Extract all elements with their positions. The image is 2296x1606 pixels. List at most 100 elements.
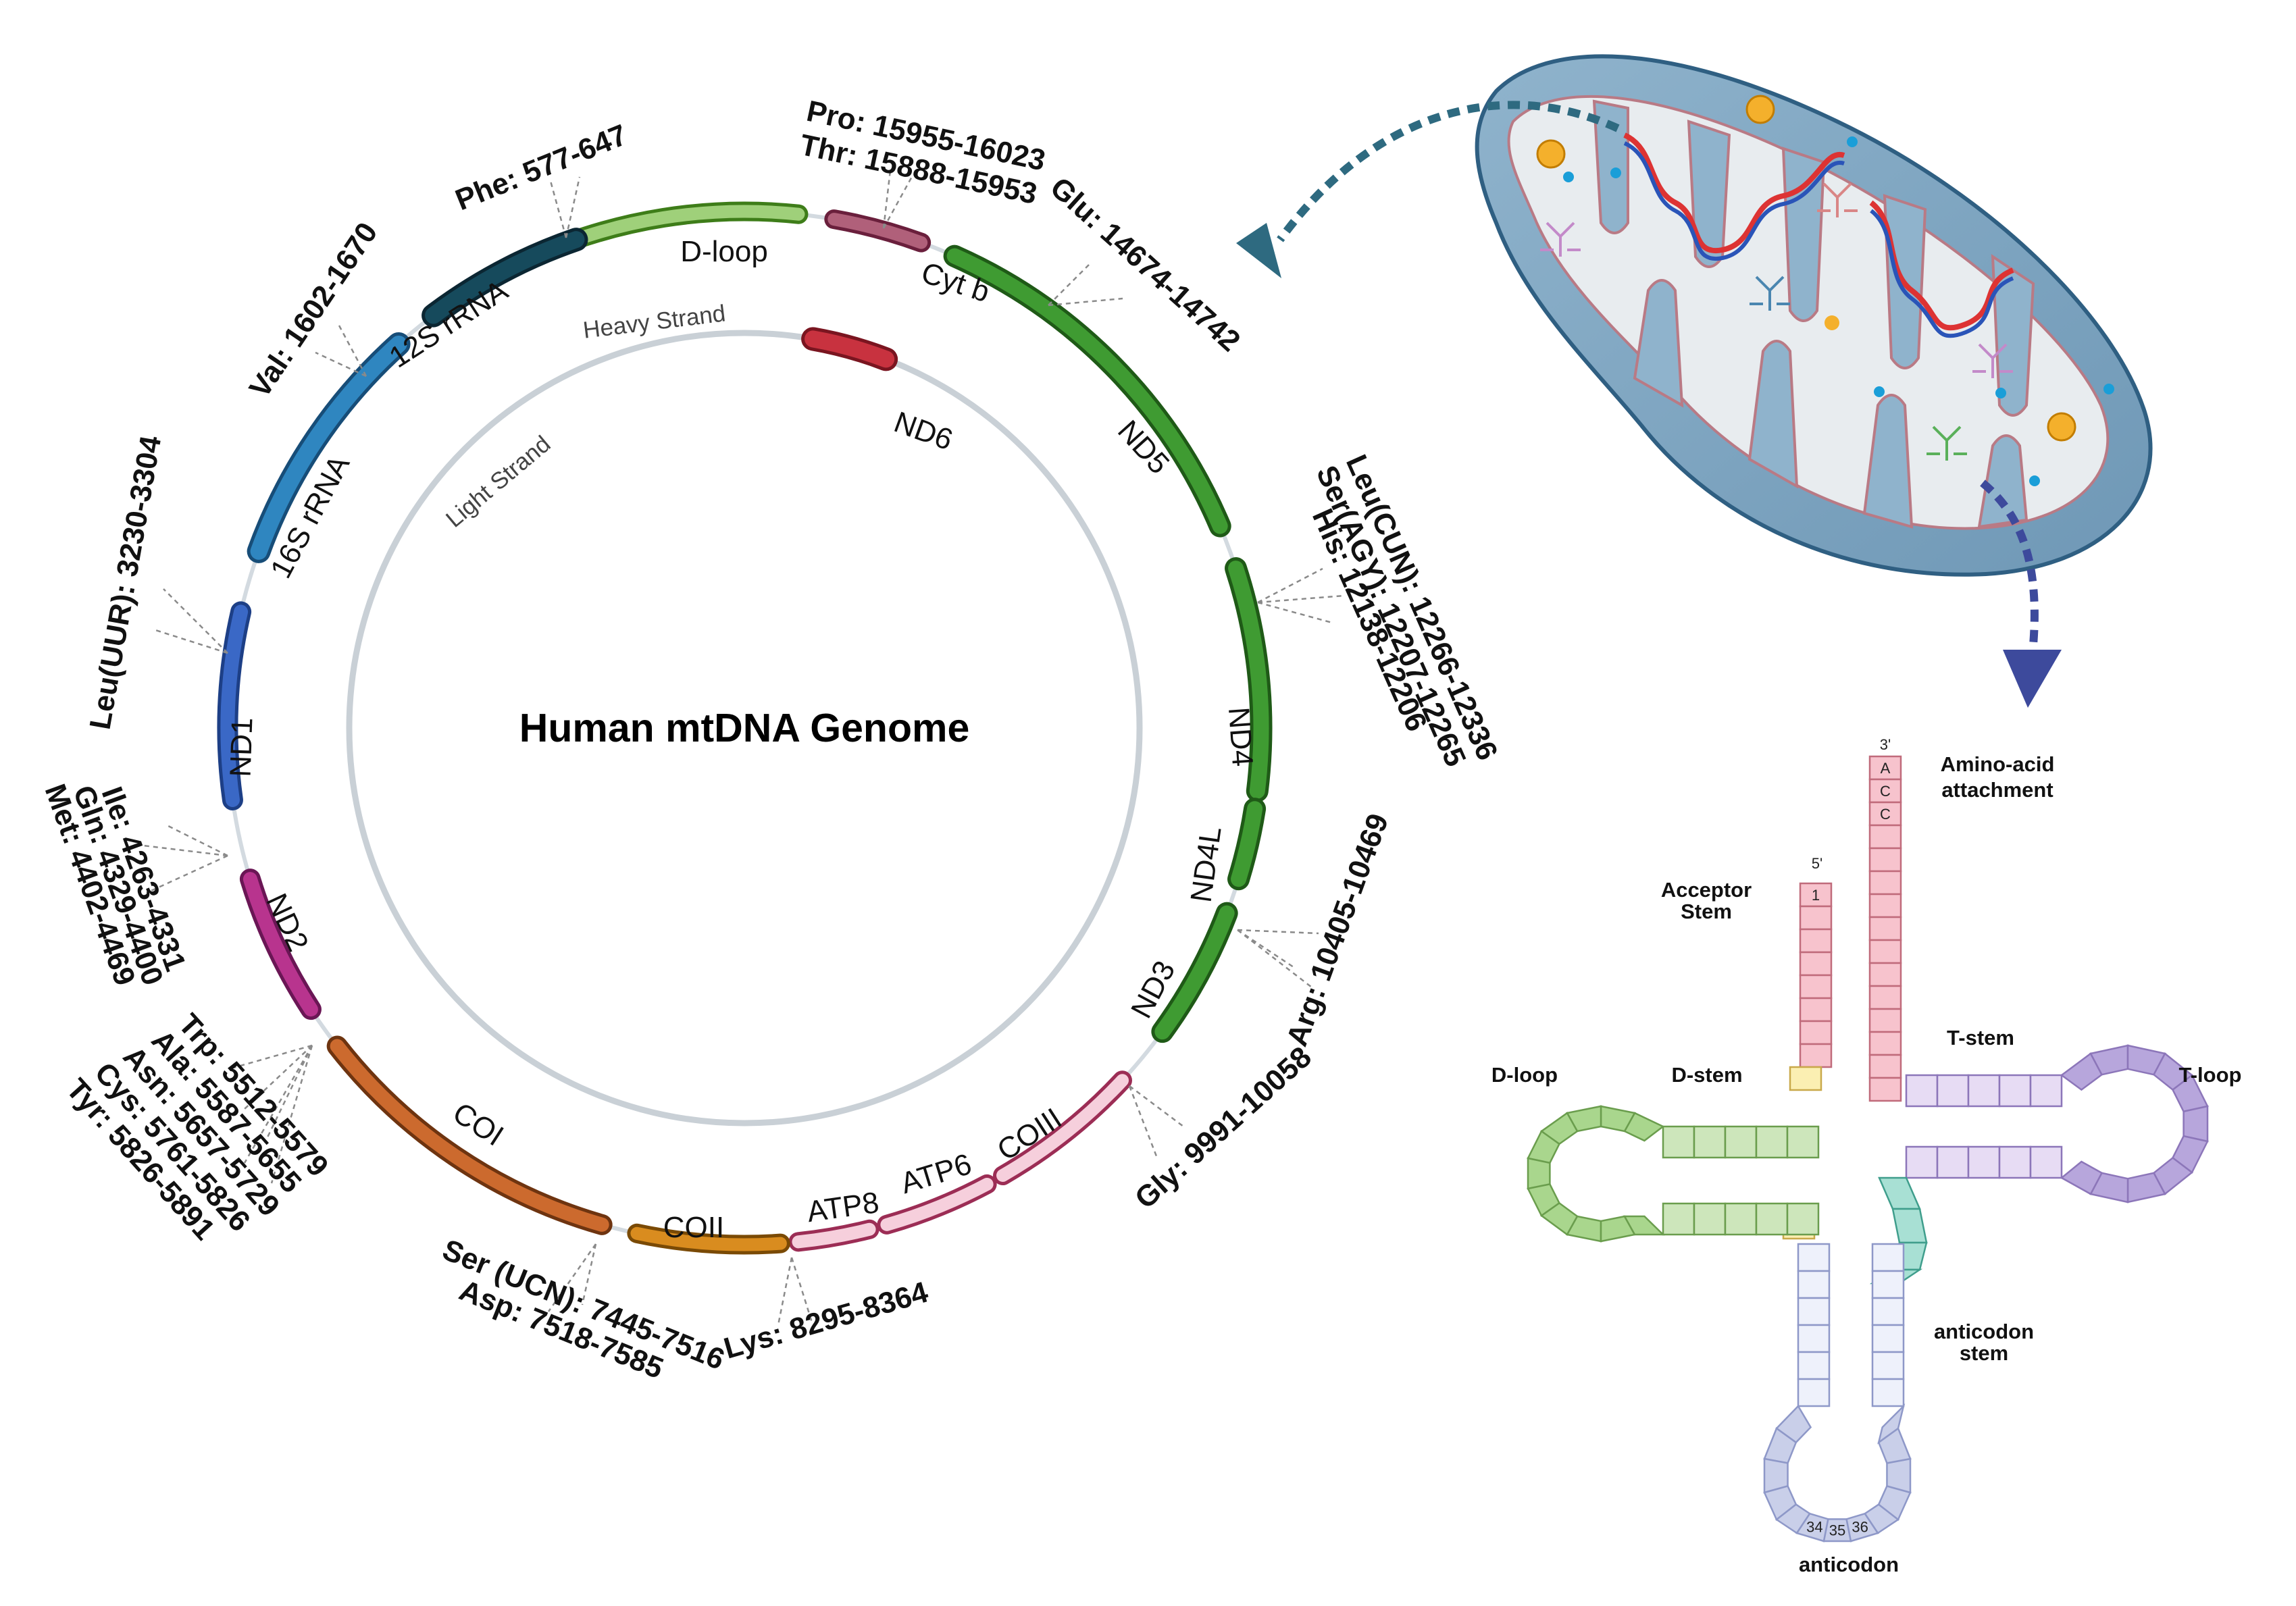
- gene-label-nd4l: ND4L: [1185, 825, 1228, 904]
- anticodon-stem-base: [1797, 1270, 1831, 1299]
- anticodon-stem-base: [1871, 1297, 1905, 1326]
- granule: [2047, 412, 2076, 442]
- light-strand-ring: [346, 330, 1143, 1126]
- acceptor-3p-base: [1868, 847, 1902, 873]
- acceptor-3p-base: [1868, 801, 1902, 827]
- mitochondrion-illustration: [1475, 54, 2153, 577]
- d-stem-label: D-stem: [1671, 1063, 1742, 1087]
- anticodon-stem-base: [1797, 1351, 1831, 1380]
- t-stem-base: [2029, 1074, 2063, 1108]
- ion: [1610, 167, 1621, 178]
- trna-glyph-icon: [1540, 182, 2013, 461]
- five-prime-label: 5': [1812, 855, 1822, 872]
- acceptor-5p-base: [1799, 928, 1833, 954]
- anticodon-stem-base: [1871, 1243, 1905, 1272]
- arrow-head-genome-icon: [1236, 223, 1281, 278]
- gene-arc-nd4: [1225, 557, 1273, 802]
- acceptor-3p-base: [1868, 962, 1902, 987]
- acceptor-5p-base: [1799, 997, 1833, 1022]
- ion: [2103, 384, 2114, 394]
- anticodon-stem-base: [1797, 1243, 1831, 1272]
- d-stem-base: [1693, 1202, 1727, 1236]
- gene-arc-atp6: [877, 1174, 997, 1235]
- junction-base: [1789, 1066, 1822, 1091]
- d-stem-base: [1693, 1125, 1727, 1159]
- anticodon-loop-base: [1886, 1457, 1912, 1494]
- acceptor-3p-base: [1868, 1077, 1902, 1102]
- anticodon-stem-base: [1797, 1297, 1831, 1326]
- d-loop-base: [1623, 1215, 1666, 1236]
- gene-arc-atp8: [788, 1219, 879, 1252]
- trna-leu-uur: Leu(UUR): 3230-3304: [84, 433, 168, 732]
- ion: [1874, 386, 1885, 397]
- d-stem-base: [1786, 1125, 1820, 1159]
- t-loop-label: T-loop: [2179, 1063, 2242, 1087]
- t-stem-base: [1998, 1145, 2032, 1179]
- acceptor-5p-base: [1799, 1020, 1833, 1045]
- d-stem-base: [1755, 1202, 1789, 1236]
- d-stem-base: [1755, 1125, 1789, 1159]
- acceptor-5p-base-text: 1: [1812, 887, 1820, 904]
- acceptor-5p-base: [1799, 905, 1833, 931]
- gene-label-coi: COI: [447, 1096, 509, 1153]
- d-stem-base: [1724, 1125, 1758, 1159]
- ion: [1563, 172, 1574, 182]
- acceptor-3p-base: [1868, 1054, 1902, 1079]
- acceptor-3p-base: [1868, 939, 1902, 964]
- gene-label-d-loop: D-loop: [680, 235, 768, 268]
- gene-arc-coiii: [993, 1070, 1132, 1185]
- gene-arc-nd6: [801, 327, 898, 371]
- acceptor-5p-base: [1799, 951, 1833, 977]
- t-stem-label: T-stem: [1947, 1026, 2014, 1050]
- acceptor-3p-base: [1868, 985, 1902, 1010]
- mtdna-strand: [1623, 141, 1845, 261]
- gene-arc-coi: [326, 1035, 613, 1235]
- gene-arcs: [217, 201, 1273, 1255]
- acceptor-3p-base-text: C: [1880, 783, 1891, 800]
- acceptor-5p-base: [1799, 1043, 1833, 1068]
- arrow-to-trna: [1980, 480, 2039, 646]
- acceptor-3p-base: [1868, 1008, 1902, 1033]
- gene-arc-coii: [627, 1223, 790, 1255]
- trna-phe: Phe: 577-647: [451, 118, 632, 217]
- gene-arc-16s: [247, 332, 411, 563]
- trna-leader-lines: [143, 170, 1345, 1326]
- trna-arg: Arg: 10405-10469: [1280, 809, 1395, 1050]
- gene-arc-12s: [422, 228, 588, 328]
- gene-label-nd4: ND4: [1222, 706, 1259, 767]
- gene-arc-nd5: [943, 244, 1231, 538]
- d-stem-base: [1724, 1202, 1758, 1236]
- anticodon-stem-base: [1871, 1324, 1905, 1353]
- anticodon-position-number: 36: [1852, 1519, 1868, 1536]
- t-loop-base: [2060, 1160, 2103, 1195]
- mtdna-strand: [1623, 132, 1845, 254]
- anticodon-position-number: 34: [1806, 1519, 1822, 1536]
- acceptor-5p-base: [1799, 882, 1833, 908]
- trna-gly: Gly: 9991-10058: [1129, 1040, 1318, 1215]
- d-stem-base: [1786, 1202, 1820, 1236]
- pointer-arrows: [1236, 101, 2062, 708]
- acceptor-3p-base: [1868, 1031, 1902, 1056]
- gene-label-coii: COII: [663, 1211, 724, 1244]
- anticodon-stem-base: [1797, 1378, 1831, 1407]
- anticodon-stem-base: [1871, 1378, 1905, 1407]
- gene-arc-nd1: [217, 601, 252, 810]
- variable-loop-base: [1891, 1208, 1928, 1244]
- d-loop-label: D-loop: [1491, 1063, 1558, 1087]
- ion: [1995, 388, 2006, 398]
- genome-title: Human mtDNA Genome: [519, 706, 970, 750]
- three-prime-label: 3': [1880, 736, 1891, 753]
- gene-arc-nd2: [239, 869, 322, 1020]
- acceptor-3p-base-text: C: [1880, 806, 1891, 823]
- granule: [1745, 95, 1775, 124]
- mtdna-strand: [1870, 209, 2014, 338]
- arrow-to-genome: [1277, 101, 1620, 242]
- arrow-head-trna-icon: [2003, 650, 2062, 708]
- acceptor-3p-base: [1868, 870, 1902, 896]
- gene-arc-nd4l: [1227, 798, 1267, 891]
- gene-label-nd1: ND1: [224, 717, 259, 778]
